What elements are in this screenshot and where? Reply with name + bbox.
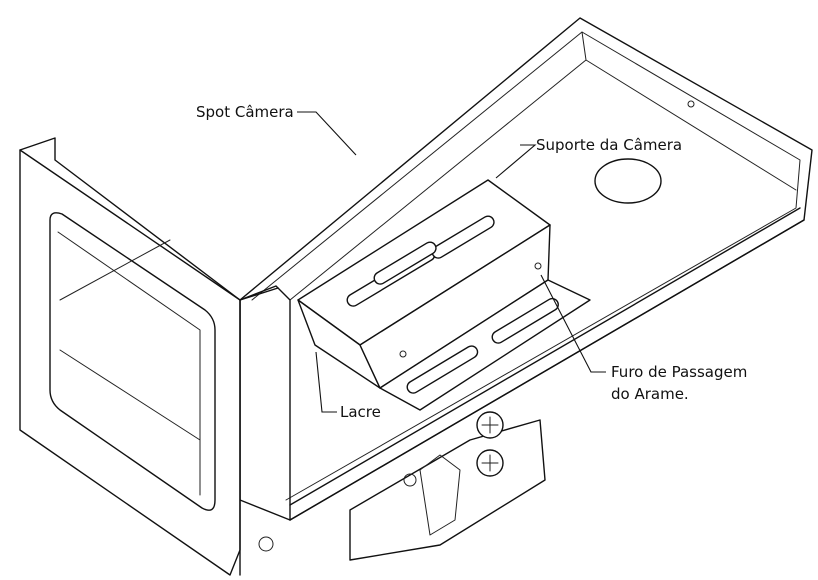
- label-wire-hole-line2: do Arame.: [611, 385, 689, 403]
- label-spot-camera: Spot Câmera: [196, 103, 294, 121]
- wire-hole-icon: [534, 262, 542, 270]
- small-hole-icon: [687, 100, 695, 108]
- camera-support-bracket: [297, 179, 591, 411]
- label-camera-support: Suporte da Câmera: [536, 136, 682, 154]
- leader-lines: [297, 111, 606, 413]
- frame-hole-icon: [258, 536, 274, 552]
- label-seal: Lacre: [340, 403, 381, 421]
- side-frame: [19, 137, 291, 576]
- under-mount: [349, 411, 546, 561]
- label-wire-hole-line1: Furo de Passagem: [611, 363, 747, 381]
- cable-hole: [594, 158, 662, 204]
- bracket-hole-icon: [399, 350, 407, 358]
